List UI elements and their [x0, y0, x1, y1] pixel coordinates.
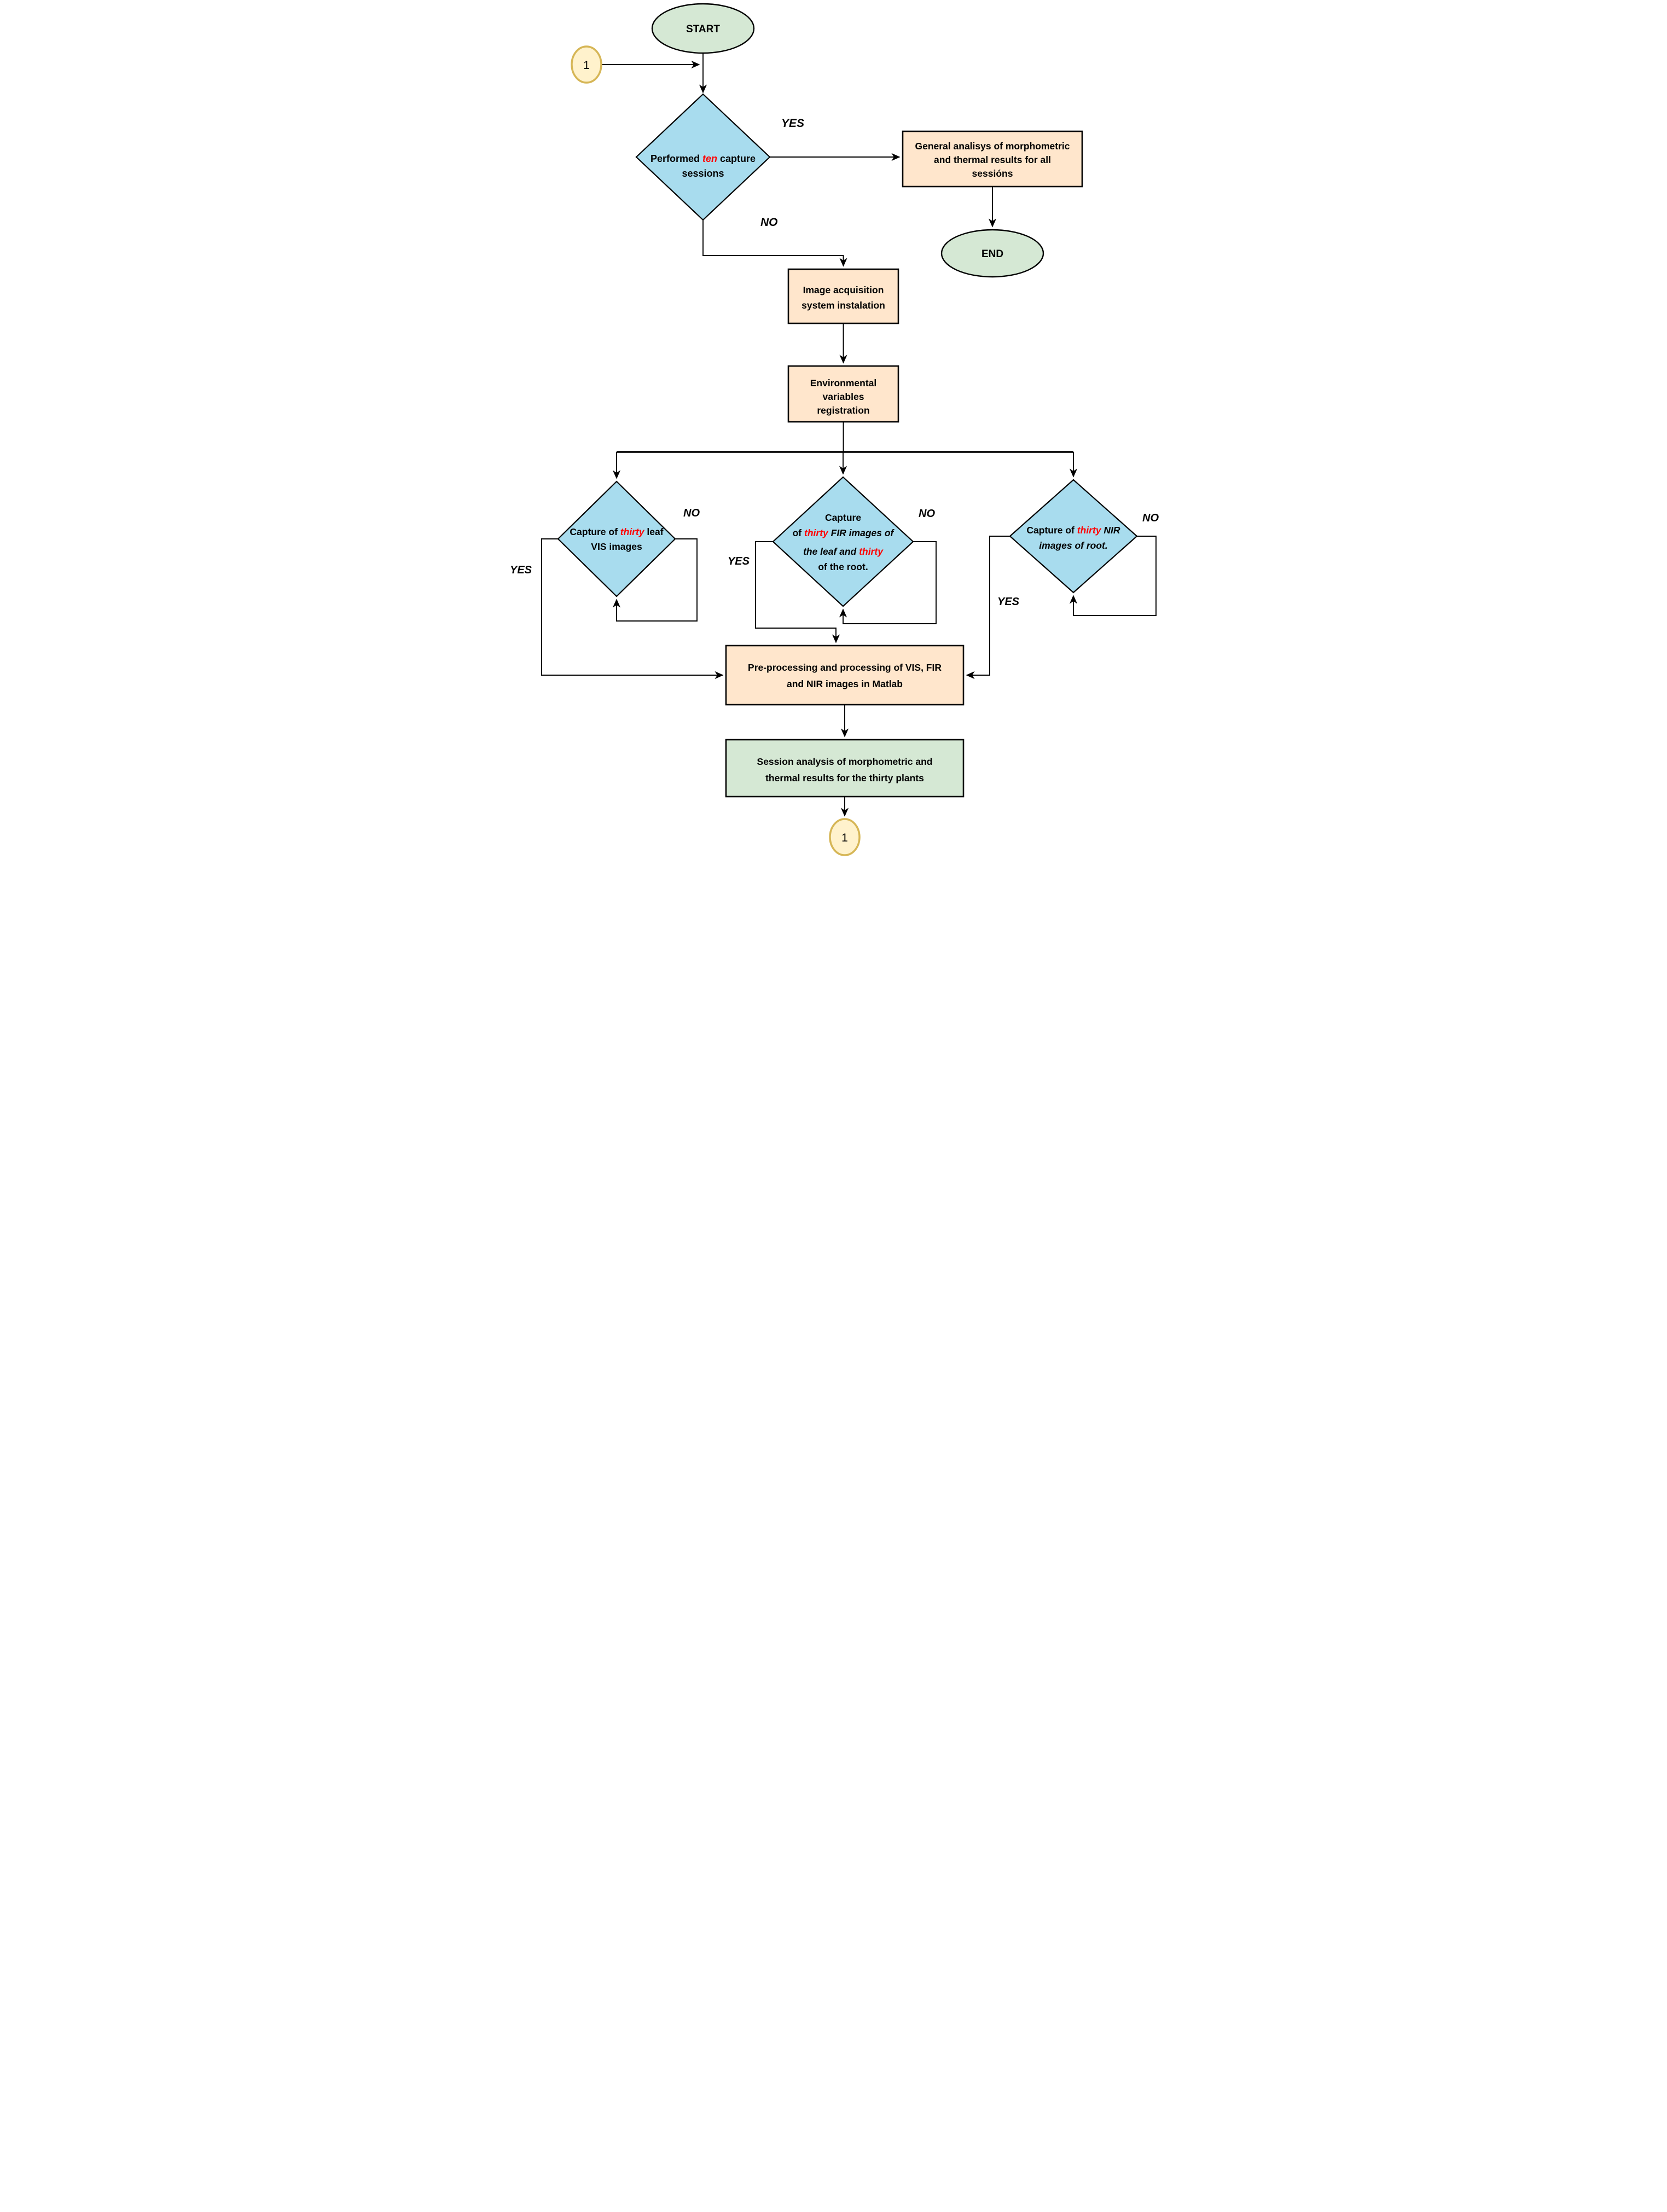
- process-pre-processing: Pre-processing and processing of VIS, FI…: [725, 645, 965, 706]
- connector-1-bottom: 1: [829, 818, 861, 856]
- decision-vis-capture-shape: [557, 480, 676, 597]
- end-terminal-shape: [940, 229, 1044, 278]
- process-image-acquisition-shape: [787, 268, 899, 324]
- label-yes-main: YES: [781, 117, 804, 130]
- decision-fir-capture: Capture of thirty FIR images of the leaf a…: [772, 476, 914, 607]
- decision-fir-capture-label-line-4: of the root.: [818, 561, 868, 572]
- decision-fir-capture-label-line-1: Capture: [825, 512, 861, 523]
- decision-nir-capture-label-line-2: images of root.: [1039, 540, 1107, 551]
- label-no-nir: NO: [1142, 512, 1159, 524]
- label-yes-fir: YES: [728, 555, 750, 567]
- label-no-main: NO: [760, 216, 778, 229]
- process-general-analysis-label-line-3: sessións: [972, 168, 1013, 179]
- decision-fir-capture-label-line-2: of thirty FIR images of: [793, 527, 895, 538]
- decision-ten-sessions-shape: [635, 93, 771, 221]
- decision-ten-sessions: Performed ten capture sessions: [635, 93, 771, 221]
- process-environmental-registration-shape: [787, 365, 899, 423]
- label-yes-nir: YES: [997, 596, 1020, 608]
- decision-fir-capture-label-line-3: the leaf and thirty: [803, 546, 884, 557]
- process-image-acquisition-label-line-2: system instalation: [801, 300, 885, 311]
- process-image-acquisition: Image acquisition system instalation: [787, 268, 899, 324]
- process-session-analysis-label-line-1: Session analysis of morphometric and: [757, 756, 933, 767]
- process-environmental-registration-label-line-2: variables: [823, 391, 864, 402]
- process-general-analysis-label-line-2: and thermal results for all: [934, 154, 1051, 165]
- edge-vis-no-loop: [612, 538, 698, 622]
- decision-vis-capture-label-line-1: Capture of thirty leaf: [570, 526, 663, 537]
- process-environmental-registration: Environmental variables registration: [787, 365, 899, 423]
- connector-1-bottom-label-line-1: 1: [841, 832, 848, 844]
- process-session-analysis-label-line-2: thermal results for the thirty plants: [765, 773, 924, 783]
- label-no-fir: NO: [919, 508, 935, 520]
- label-no-vis: NO: [683, 507, 700, 519]
- process-general-analysis-label-line-1: General analisys of morphometric: [915, 141, 1070, 152]
- decision-ten-sessions-label-line-1: Performed ten capture: [650, 153, 756, 164]
- process-session-analysis: Session analysis of morphometric and ther…: [725, 739, 965, 798]
- decision-ten-sessions-label-line-2: sessions: [682, 168, 724, 179]
- process-environmental-registration-label-line-1: Environmental: [810, 378, 877, 388]
- connector-1-top-label-line-1: 1: [583, 59, 590, 72]
- edge-fir-no-loop: [839, 541, 937, 624]
- process-environmental-registration-label-line-3: registration: [817, 405, 869, 416]
- process-general-analysis-shape: [902, 130, 1083, 188]
- start-terminal-label-line-1: START: [686, 24, 720, 35]
- end-terminal: END: [940, 229, 1044, 278]
- process-general-analysis: General analisys of morphometric and ther…: [902, 130, 1083, 188]
- connector-1-top-shape: [571, 45, 602, 84]
- start-terminal: START: [651, 3, 755, 54]
- decision-nir-capture: Capture of thirty NIR images of root.: [1009, 479, 1138, 594]
- decision-vis-capture-label-line-2: VIS images: [591, 541, 642, 552]
- end-terminal-label-line-1: END: [981, 248, 1003, 260]
- connector-1-top: 1: [571, 45, 602, 84]
- edge-vis-yes-prep: [541, 538, 724, 680]
- process-session-analysis-shape: [725, 739, 965, 798]
- process-image-acquisition-label-line-1: Image acquisition: [803, 285, 884, 295]
- edge-fir-yes-prep: [755, 541, 840, 643]
- decision-nir-capture-shape: [1009, 479, 1138, 594]
- label-yes-vis: YES: [510, 564, 532, 576]
- process-pre-processing-shape: [725, 645, 965, 706]
- edge-nir-no-loop: [1069, 536, 1157, 616]
- edge-nir-yes-prep: [966, 536, 1010, 680]
- connector-1-bottom-shape: [829, 818, 861, 856]
- start-terminal-shape: [651, 3, 755, 54]
- edge-decision-no-image: [702, 220, 847, 267]
- decision-fir-capture-shape: [772, 476, 914, 607]
- process-pre-processing-label-line-2: and NIR images in Matlab: [787, 678, 903, 689]
- process-pre-processing-label-line-1: Pre-processing and processing of VIS, FI…: [748, 662, 942, 673]
- decision-nir-capture-label-line-1: Capture of thirty NIR: [1026, 525, 1120, 536]
